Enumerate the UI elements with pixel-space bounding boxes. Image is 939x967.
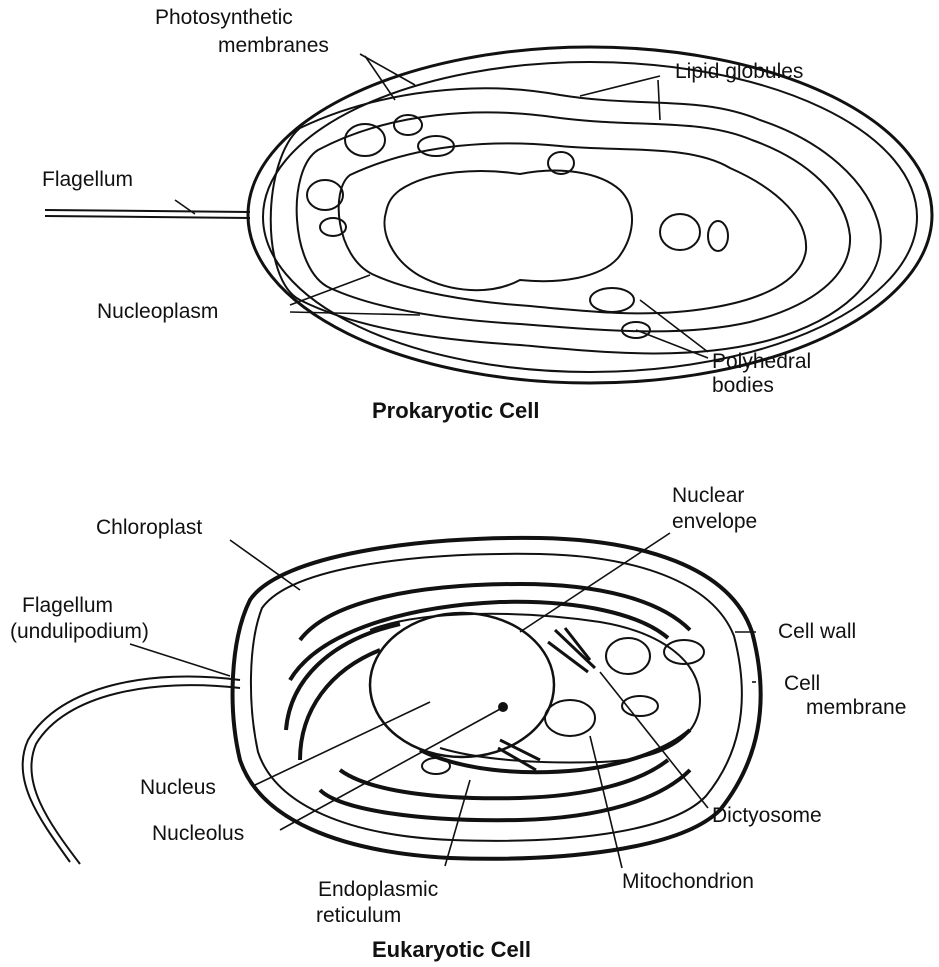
label-cell-wall: Cell wall bbox=[778, 620, 856, 643]
label-mitochondrion: Mitochondrion bbox=[622, 870, 754, 893]
endoplasmic-reticulum bbox=[370, 614, 700, 763]
label-lipid-globules: Lipid globules bbox=[675, 60, 803, 83]
label-nucleolus: Nucleolus bbox=[152, 822, 244, 845]
label-er-2: reticulum bbox=[316, 904, 401, 927]
dictyosome bbox=[498, 628, 595, 770]
caption-eukaryotic-cell: Eukaryotic Cell bbox=[372, 937, 531, 962]
label-polyhedral-2: bodies bbox=[712, 374, 774, 397]
label-photosynthetic-2: membranes bbox=[218, 34, 329, 57]
label-flagellum-eukaryote-2: (undulipodium) bbox=[10, 620, 149, 643]
label-flagellum-prokaryote: Flagellum bbox=[42, 168, 133, 191]
nucleolus bbox=[498, 702, 508, 712]
label-nucleoplasm: Nucleoplasm bbox=[97, 300, 218, 323]
label-cell-membrane-2: membrane bbox=[806, 696, 906, 719]
label-nucleus: Nucleus bbox=[140, 776, 216, 799]
prokaryotic-cell: Photosynthetic membranes Lipid globules … bbox=[42, 6, 932, 423]
prokaryote-flagellum bbox=[45, 210, 250, 218]
label-dictyosome: Dictyosome bbox=[712, 804, 822, 827]
label-cell-membrane-1: Cell bbox=[784, 672, 820, 695]
nucleoid bbox=[384, 171, 632, 291]
label-polyhedral-1: Polyhedral bbox=[712, 350, 811, 373]
prokaryote-cell-wall bbox=[248, 47, 932, 383]
eukaryotic-cell: Chloroplast Nuclear envelope Flagellum (… bbox=[10, 484, 906, 962]
nucleus bbox=[370, 613, 554, 757]
caption-prokaryotic-cell: Prokaryotic Cell bbox=[372, 398, 540, 423]
label-photosynthetic-1: Photosynthetic bbox=[155, 6, 293, 29]
chloroplast bbox=[286, 584, 690, 820]
label-er-1: Endoplasmic bbox=[318, 878, 438, 901]
label-chloroplast: Chloroplast bbox=[96, 516, 202, 539]
prokaryote-cell-membrane bbox=[263, 62, 917, 372]
label-nuclear-envelope-2: envelope bbox=[672, 510, 757, 533]
label-flagellum-eukaryote-1: Flagellum bbox=[22, 594, 113, 617]
label-nuclear-envelope-1: Nuclear bbox=[672, 484, 744, 507]
